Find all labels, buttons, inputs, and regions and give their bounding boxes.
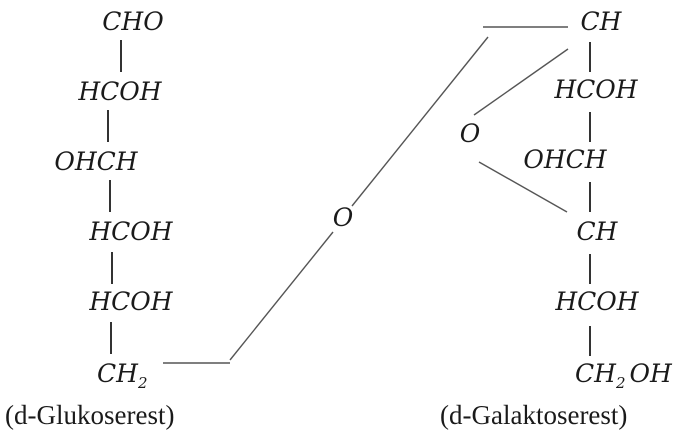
bridge-oxygen: O <box>333 203 354 232</box>
left-terminal: CH2 <box>97 359 147 392</box>
glucose-residue: CHO HCOH OHCH HCOH HCOH CH2 (d-Glukosere… <box>5 7 174 430</box>
ring-oxygen: O <box>460 119 481 148</box>
bridge-diagonal-upper <box>351 36 489 207</box>
right-group-3: OHCH <box>523 145 607 174</box>
left-group-1: CHO <box>102 7 163 36</box>
bridge-diagonal-lower <box>229 231 334 361</box>
left-group-3: OHCH <box>54 147 138 176</box>
left-group-4: HCOH <box>88 217 173 246</box>
left-group-2: HCOH <box>77 77 162 106</box>
glucose-label: (d-Glukoserest) <box>5 400 174 430</box>
right-group-2: HCOH <box>553 75 638 104</box>
ring-bond-lower <box>478 161 568 213</box>
right-group-4: CH <box>577 217 619 246</box>
galactose-label: (d-Galaktoserest) <box>440 400 627 430</box>
right-group-1: CH <box>581 7 623 36</box>
glycosidic-bond: O <box>163 26 568 364</box>
ring-bond-upper <box>473 48 569 116</box>
right-group-5: HCOH <box>554 287 639 316</box>
left-group-5: HCOH <box>88 287 173 316</box>
